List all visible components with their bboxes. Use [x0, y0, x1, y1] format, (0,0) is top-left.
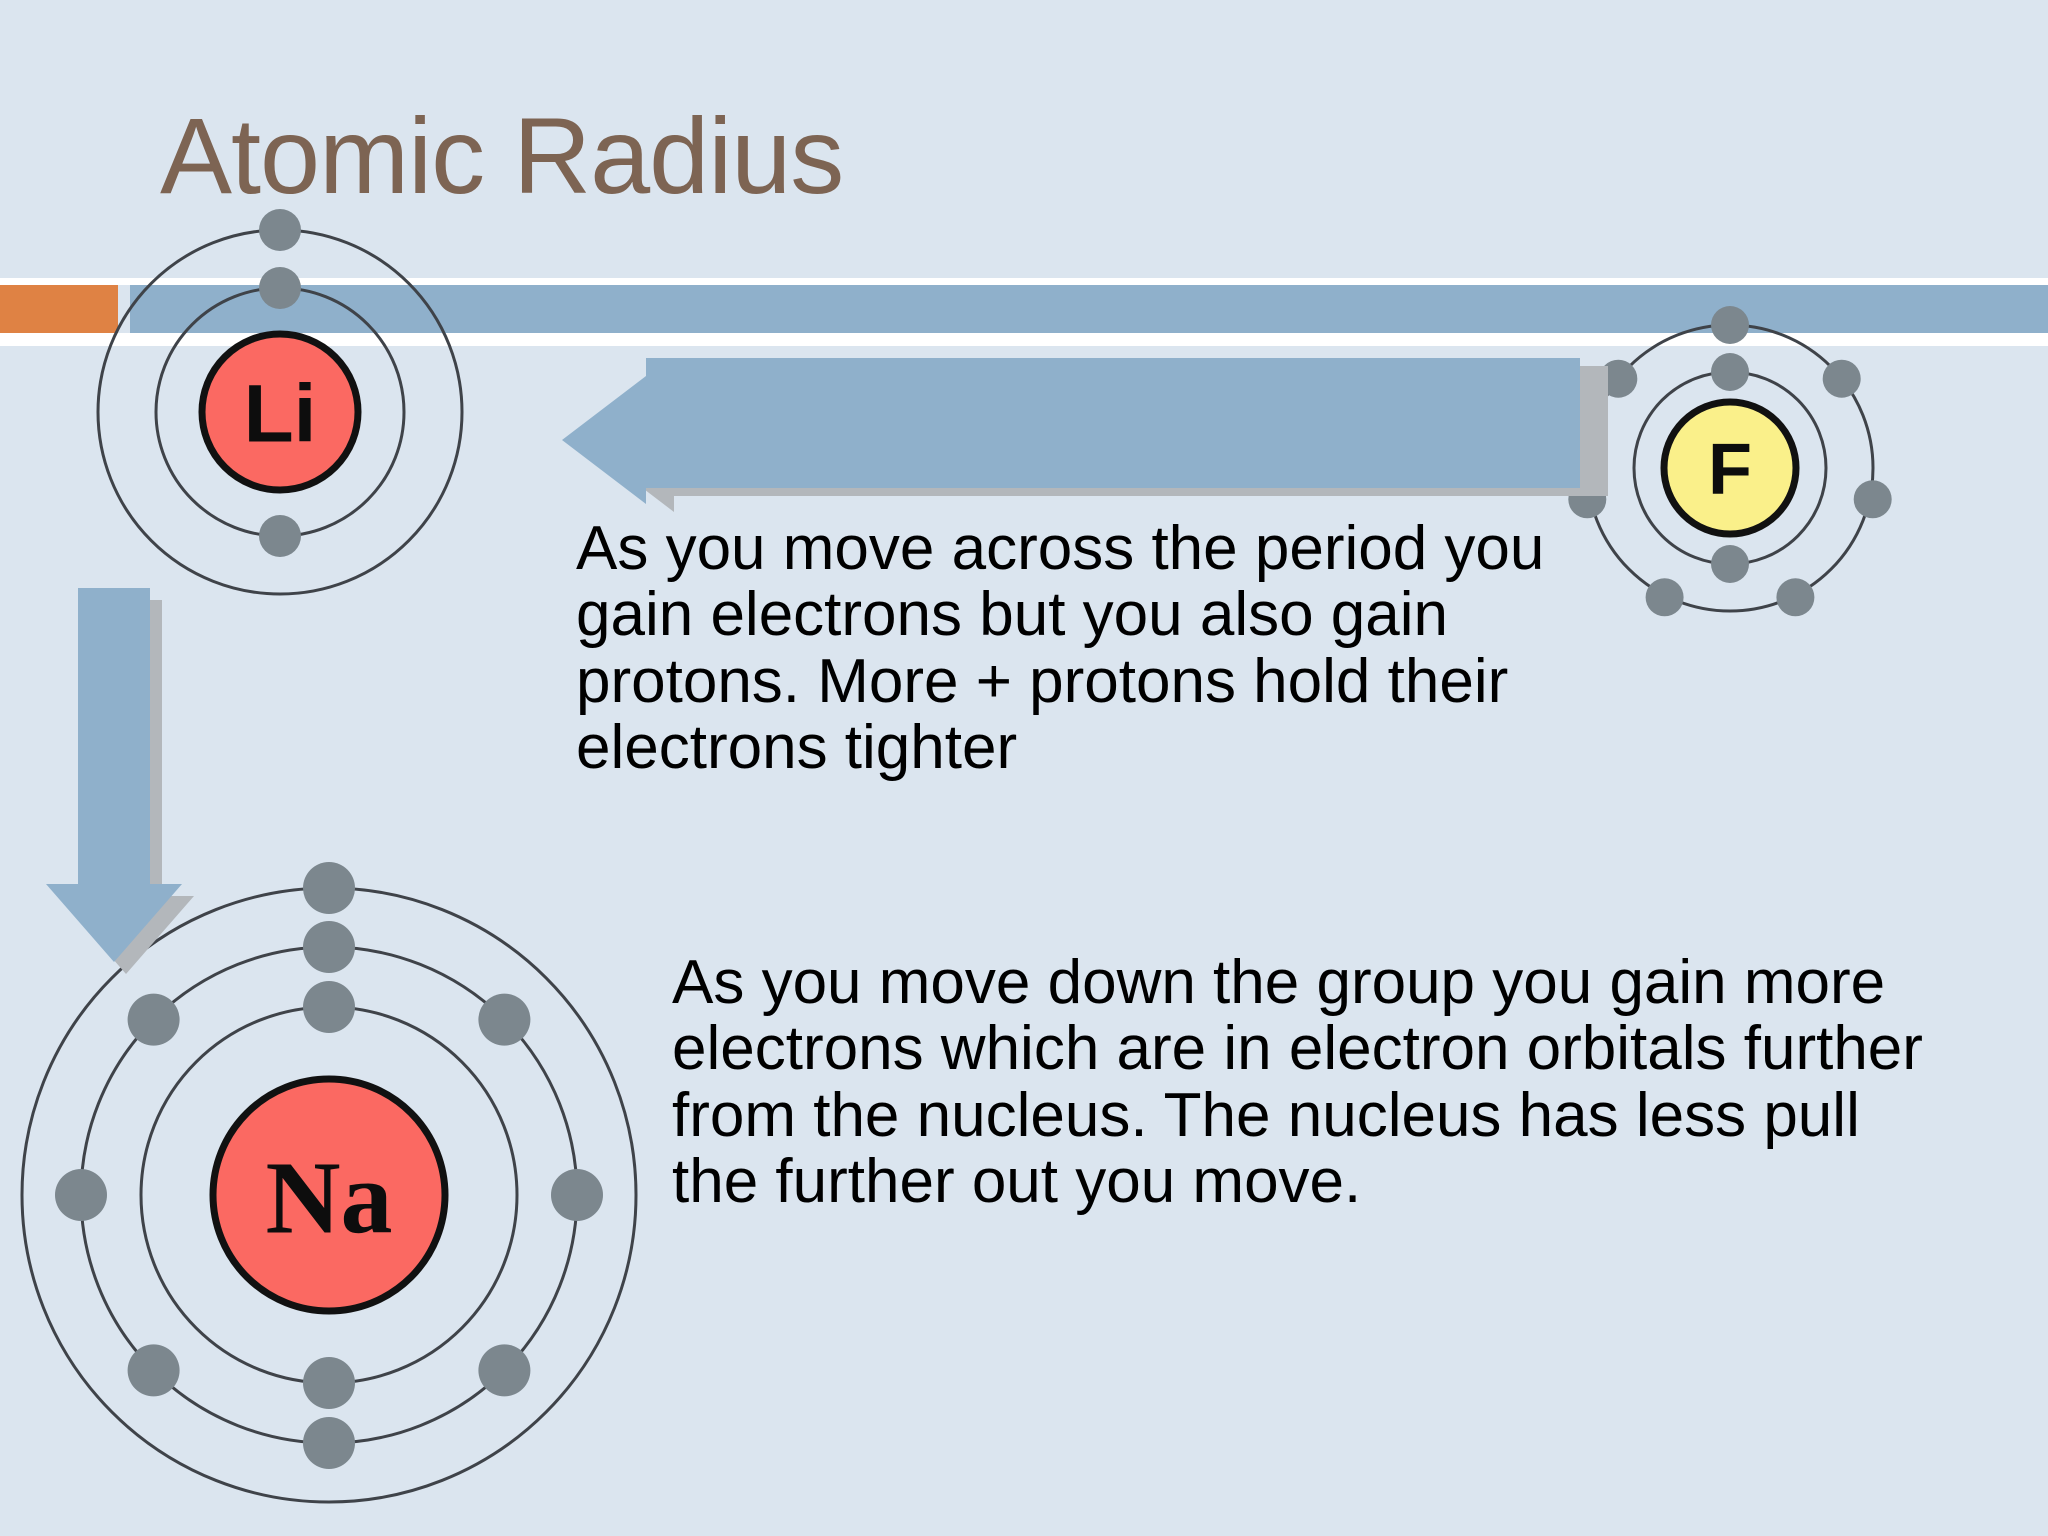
- down-group-arrow-body: [46, 588, 182, 962]
- lithium-electron: [259, 515, 301, 557]
- fluorine-nucleus: [1660, 398, 1800, 538]
- sodium-nucleus-label: Na: [265, 1141, 392, 1256]
- atom-diagram-sodium: Na: [14, 862, 644, 1510]
- page-title: Atomic Radius: [160, 95, 844, 216]
- lithium-nucleus-label: Li: [244, 369, 317, 460]
- atom-diagram-lithium: Li: [90, 209, 470, 602]
- divider-orange-chip: [0, 285, 118, 333]
- fluorine-nucleus-label: F: [1708, 430, 1752, 510]
- sodium-electron: [303, 981, 355, 1033]
- across-period-arrow-body: [562, 358, 1580, 504]
- lithium-electron: [259, 209, 301, 251]
- sodium-electron: [303, 1357, 355, 1409]
- sodium-electron: [551, 1169, 603, 1221]
- fluorine-electron: [1711, 353, 1749, 391]
- divider-white-bottom: [0, 333, 2048, 346]
- across-period-text: As you move across the period you gain e…: [576, 514, 1545, 782]
- divider-white-top: [0, 278, 2048, 285]
- across-period-arrow: [560, 358, 1620, 512]
- sodium-electron: [478, 993, 531, 1046]
- lithium-nucleus: [198, 330, 362, 494]
- fluorine-electron: [1853, 480, 1892, 519]
- down-group-arrow: [34, 582, 224, 982]
- fluorine-electron: [1711, 545, 1749, 583]
- sodium-electron: [478, 1344, 531, 1397]
- sodium-electron: [303, 862, 355, 914]
- fluorine-electron: [1776, 578, 1815, 617]
- fluorine-electron: [1645, 578, 1684, 617]
- sodium-electron: [55, 1169, 107, 1221]
- lithium-electron: [259, 267, 301, 309]
- fluorine-electron: [1599, 359, 1638, 398]
- atom-diagram-fluorine: F: [1568, 306, 1892, 618]
- sodium-electron: [127, 1344, 180, 1397]
- fluorine-electron: [1822, 359, 1861, 398]
- sodium-electron: [303, 921, 355, 973]
- sodium-electron: [127, 993, 180, 1046]
- sodium-nucleus: [209, 1075, 449, 1315]
- fluorine-electron: [1711, 306, 1749, 344]
- sodium-electron: [303, 1417, 355, 1469]
- down-group-text: As you move down the group you gain more…: [672, 948, 1923, 1216]
